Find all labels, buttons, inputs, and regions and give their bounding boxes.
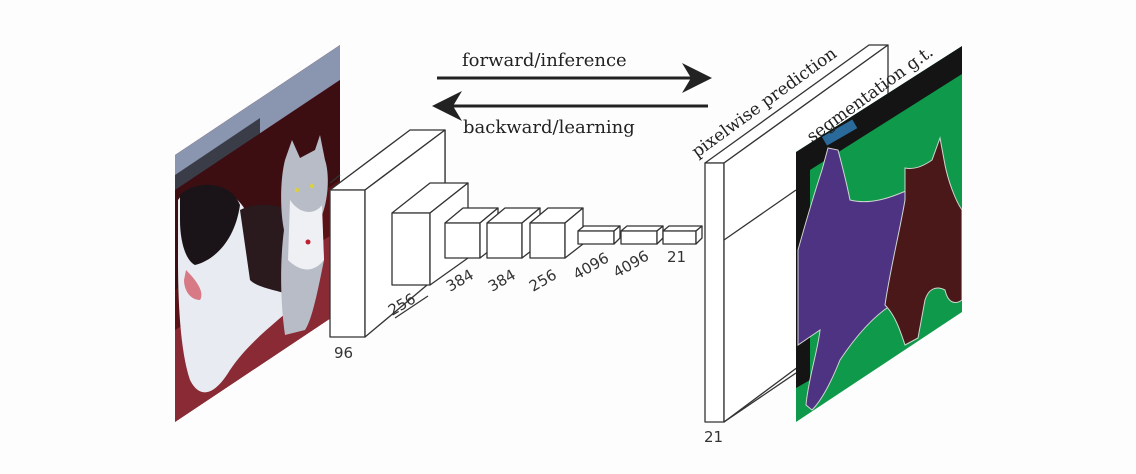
seg-cat-region: [884, 136, 962, 346]
prediction-channels-label: 21: [704, 428, 723, 446]
layer-block-conv5: [529, 207, 584, 259]
layer-block-conv2: [391, 182, 469, 286]
layer-label-fc6: 4096: [570, 249, 612, 284]
layer-block-fc6: [577, 225, 621, 245]
output-connector: [723, 372, 797, 423]
layer-label-conv4: 384: [485, 266, 519, 296]
seg-marker-region: [822, 119, 858, 146]
output-connector-mid: [723, 189, 797, 241]
layer-label-fc7: 4096: [610, 247, 652, 282]
layer-block-score: [662, 225, 703, 245]
layer-label-score: 21: [667, 248, 686, 266]
conv-connector: [394, 295, 429, 319]
layer-block-fc7: [620, 225, 664, 245]
layer-label-conv1: 96: [334, 344, 353, 362]
forward-label: forward/inference: [462, 50, 627, 71]
seg-dog-region: [797, 147, 909, 411]
layer-label-conv5: 256: [526, 266, 560, 296]
input-image: [175, 45, 340, 422]
backward-label: backward/learning: [463, 117, 635, 138]
input-connector: [329, 174, 341, 184]
